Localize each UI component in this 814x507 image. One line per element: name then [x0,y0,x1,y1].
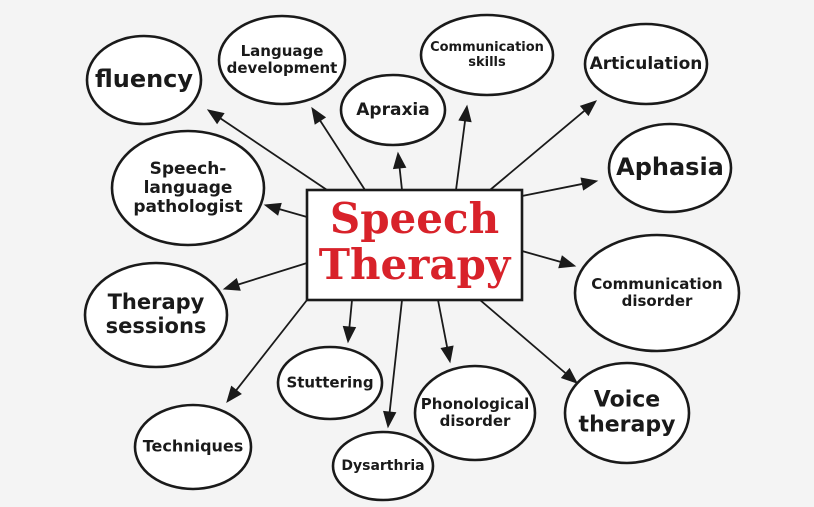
connector-dysarthria [388,299,403,413]
node-label: Phonological [421,395,529,413]
connector-therapy-sessions [237,262,308,286]
node-fluency: fluency [85,34,203,126]
arrowhead-apraxia [392,151,407,170]
node-ellipse [133,403,253,491]
node-label: Aphasia [616,153,724,181]
connector-stuttering [348,299,353,328]
connector-voice-therapy [479,299,567,375]
node-label: sessions [106,314,207,338]
connector-techniques [235,299,308,392]
central-box [305,188,524,302]
node-ellipse [607,122,733,214]
node-label: Communication [591,275,722,293]
arrowhead-stuttering [342,325,357,344]
arrowhead-fluency [206,109,225,125]
node-ellipse [331,430,435,502]
node-ellipse [110,129,266,247]
connector-phonological-disorder [437,299,449,349]
arrowhead-techniques [226,385,242,404]
node-label: Stuttering [286,374,373,392]
node-label: Articulation [590,54,703,74]
node-label: Dysarthria [341,458,424,474]
node-aphasia: Aphasia [607,122,733,214]
arrowhead-voice-therapy [560,367,579,384]
node-ellipse [583,22,709,106]
node-label: Communication [430,40,544,55]
node-label: Voice [594,388,660,413]
node-label: Techniques [143,437,244,456]
node-stuttering: Stuttering [276,345,384,421]
node-ellipse [563,361,691,465]
node-ellipse [85,34,203,126]
arrowhead-therapy-sessions [222,277,241,291]
connector-communication-skills [455,119,466,191]
connector-aphasia [521,183,584,197]
node-label: Speech- [150,159,227,179]
arrowhead-communication-disorder [558,255,577,269]
node-label: pathologist [133,197,242,217]
central-title-line: Speech [330,194,499,243]
connector-apraxia [398,167,403,191]
node-label: language [144,178,233,198]
node-ellipse [419,13,555,97]
node-layer: fluencyLanguagedevelopmentApraxiaCommuni… [83,13,741,502]
node-ellipse [217,14,347,106]
node-apraxia: Apraxia [339,73,447,147]
node-ellipse [413,364,537,462]
node-label: therapy [579,412,676,437]
node-label: disorder [440,412,511,430]
node-label: disorder [622,292,693,310]
node-ellipse [83,261,229,369]
central-title-line: Therapy [319,240,512,289]
node-label: Apraxia [356,100,429,120]
node-techniques: Techniques [133,403,253,491]
node-label: Language [241,42,324,60]
arrowhead-articulation [579,100,598,117]
arrowhead-aphasia [580,177,599,191]
node-dysarthria: Dysarthria [331,430,435,502]
node-ellipse [339,73,447,147]
connector-speech-language-pathologist [278,208,308,218]
node-label: Therapy [108,290,205,314]
arrowhead-language-development [311,106,327,125]
connector-articulation [489,109,586,191]
connector-communication-disorder [521,250,562,263]
node-label: fluency [95,65,193,93]
node-articulation: Articulation [583,22,709,106]
node-label: development [227,59,338,77]
connector-fluency [219,117,331,193]
arrowhead-phonological-disorder [440,345,454,364]
arrowhead-dysarthria [383,410,397,429]
connector-layer [206,100,599,429]
node-label: skills [468,55,506,70]
arrowhead-communication-skills [458,104,472,123]
node-ellipse [573,233,741,353]
node-ellipse [276,345,384,421]
connector-language-development [319,119,366,191]
arrowhead-speech-language-pathologist [263,202,282,216]
